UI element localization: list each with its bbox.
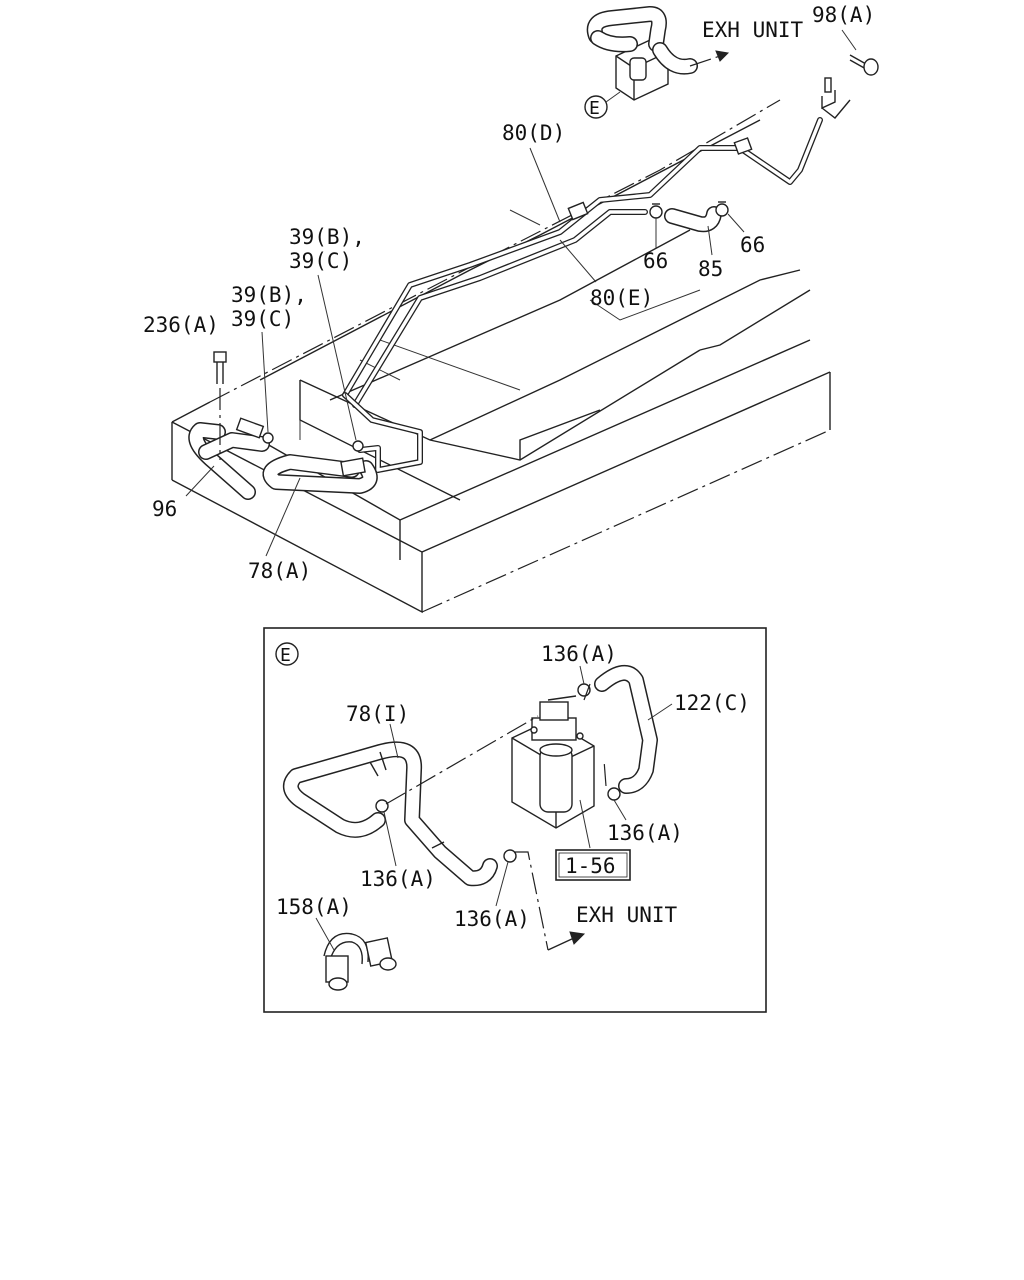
label-39bc-2a: 39(B), — [231, 283, 307, 307]
bolt-236a — [213, 351, 227, 460]
label-136a-3: 136(A) — [360, 867, 436, 891]
exh-unit-arrow-top — [689, 50, 730, 67]
detail-marker-top: E — [584, 91, 621, 119]
vehicle-frame-outline — [171, 99, 831, 614]
clip-136a-bottom — [503, 849, 517, 863]
canister-1-56 — [511, 695, 595, 829]
hose-78a — [262, 454, 378, 494]
exh-unit-label-detail: EXH UNIT — [576, 903, 678, 927]
clip-39-right — [352, 440, 364, 452]
clip-136a-left — [375, 799, 389, 813]
label-236a: 236(A) — [143, 313, 219, 337]
leader-lines-detail — [315, 665, 673, 951]
label-80d: 80(D) — [502, 121, 565, 145]
detail-marker-box: E — [275, 642, 299, 666]
label-98a: 98(A) — [812, 3, 875, 27]
fuel-pipe-80e — [342, 209, 648, 473]
label-78a: 78(A) — [248, 559, 311, 583]
label-158a: 158(A) — [276, 895, 352, 919]
label-78i: 78(I) — [346, 702, 409, 726]
label-39bc-2b: 39(C) — [231, 307, 294, 331]
label-122c: 122(C) — [674, 691, 750, 715]
label-66-a: 66 — [643, 249, 668, 273]
bolt-98a — [849, 54, 879, 76]
exh-unit-arrow-detail — [514, 851, 586, 951]
bracket-98a — [821, 77, 851, 119]
detail-view-e: E — [263, 627, 767, 1013]
label-39bc-1b: 39(C) — [289, 249, 352, 273]
clip-136a-right — [607, 787, 621, 801]
fuel-pipe-80d — [342, 117, 823, 398]
label-136a-4: 136(A) — [454, 907, 530, 931]
label-136a-1: 136(A) — [541, 642, 617, 666]
reference-box-text: 1-56 — [565, 854, 616, 878]
svg-text:E: E — [589, 98, 600, 119]
label-80e: 80(E) — [590, 286, 653, 310]
label-66-b: 66 — [740, 233, 765, 257]
svg-text:E: E — [280, 645, 291, 666]
label-96: 96 — [152, 497, 177, 521]
clip-66-right — [715, 201, 729, 217]
hose-78i — [282, 741, 498, 887]
label-39bc-1a: 39(B), — [289, 225, 365, 249]
hose-96 — [188, 417, 270, 500]
hose-122c — [594, 665, 658, 794]
clip-39-left — [262, 432, 274, 444]
clip-66-left — [649, 203, 663, 219]
pipe-joint — [567, 137, 753, 221]
clamp-158a — [323, 932, 397, 991]
hose-85 — [664, 206, 722, 233]
label-136a-2: 136(A) — [607, 821, 683, 845]
label-85: 85 — [698, 257, 723, 281]
reference-box-1-56: 1-56 — [555, 849, 631, 881]
leader-lines-upper — [185, 147, 745, 557]
canister-top — [586, 6, 698, 101]
exh-unit-label-top: EXH UNIT — [702, 18, 804, 42]
